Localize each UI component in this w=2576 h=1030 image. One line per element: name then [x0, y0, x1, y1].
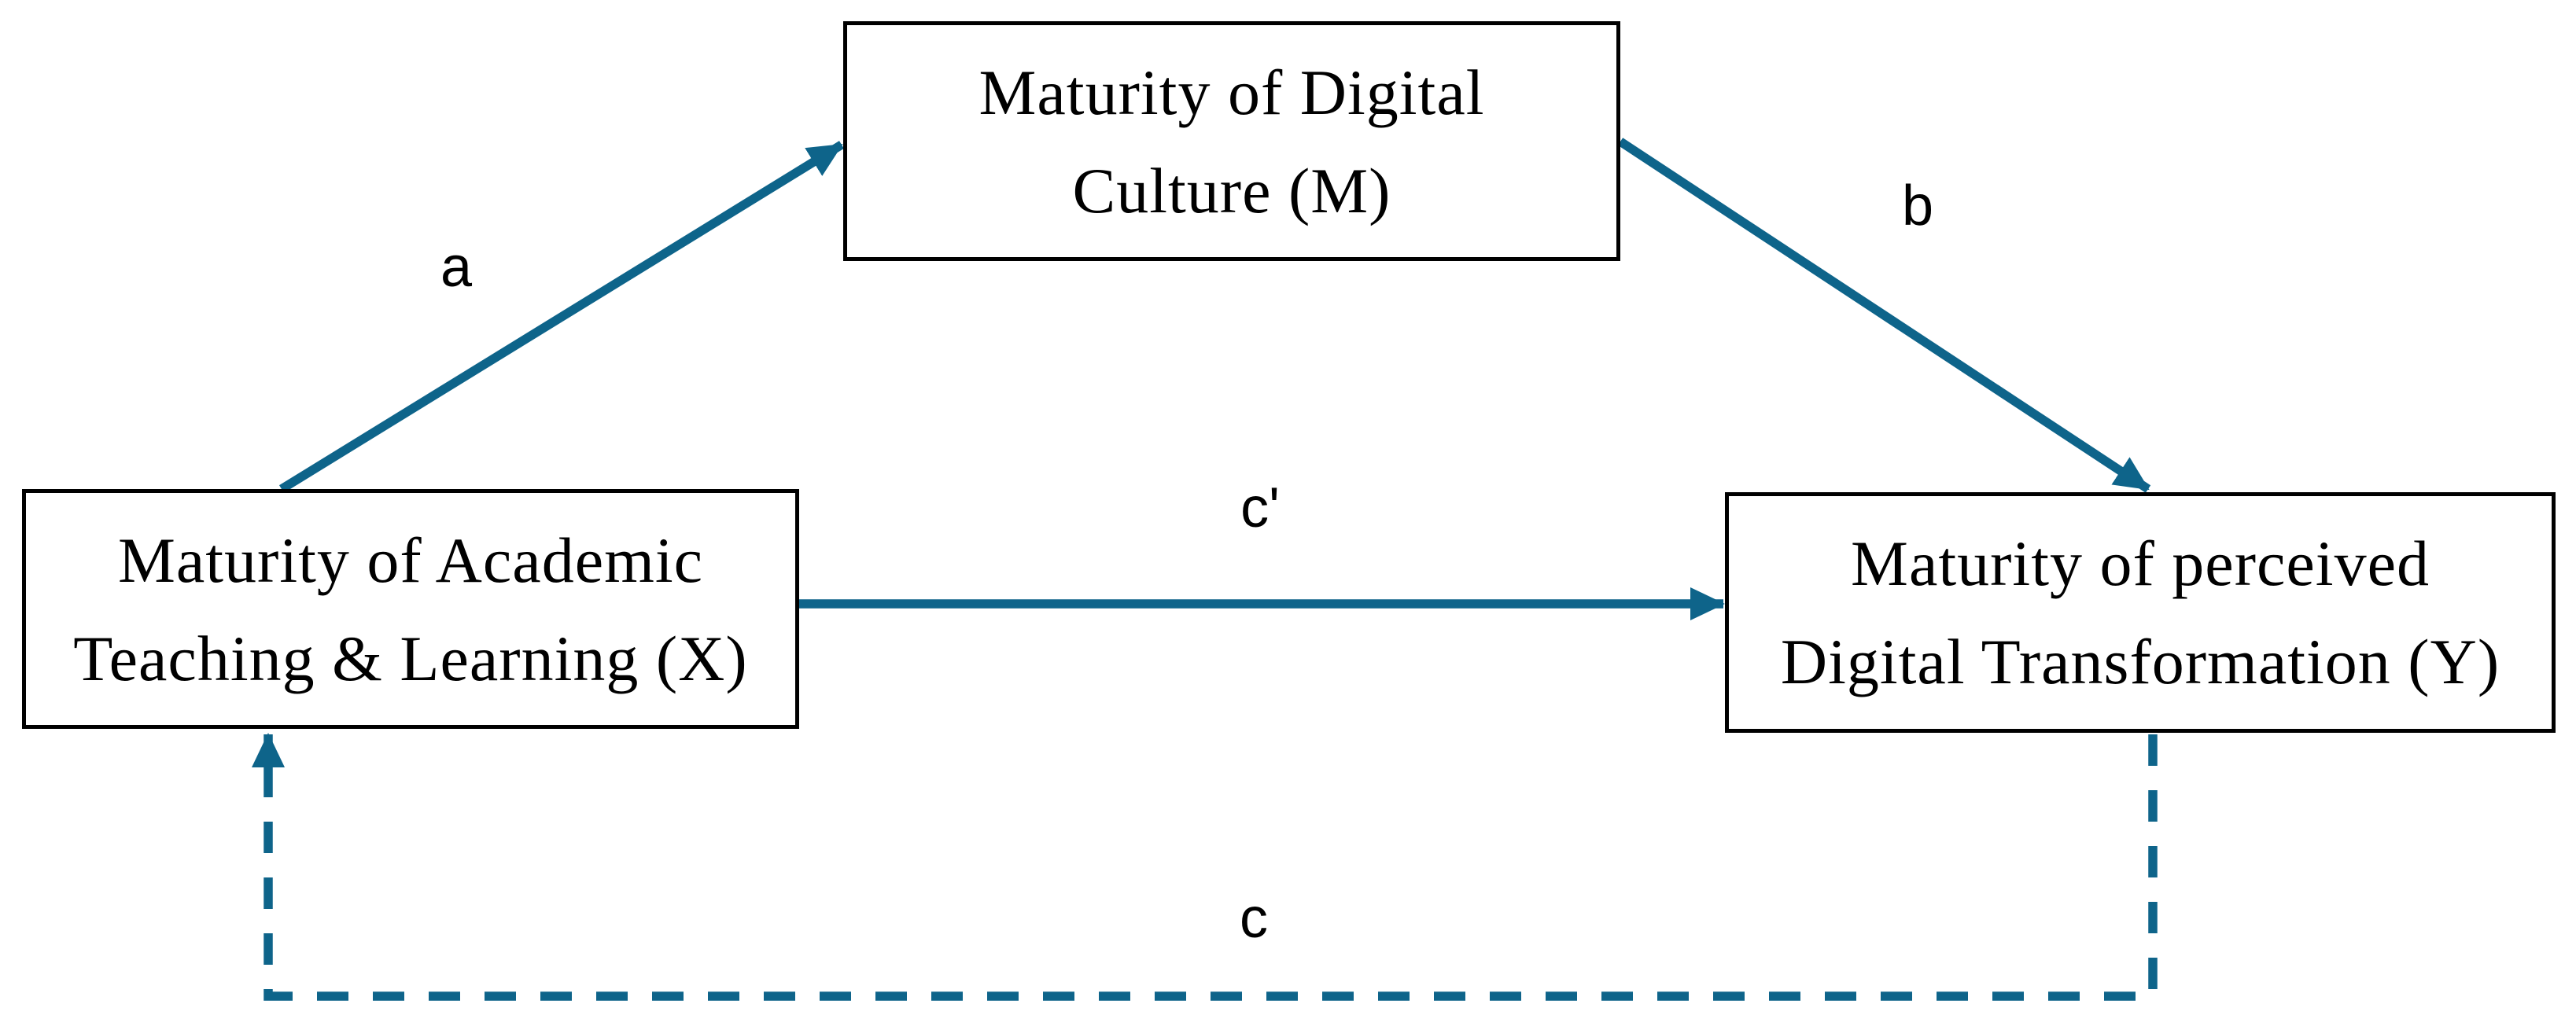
path-a-label: a — [440, 236, 473, 299]
mediator-box-line2: Culture (M) — [1072, 154, 1391, 226]
mediator-box-line1: Maturity of Digital — [978, 56, 1485, 128]
path-a-arrow — [278, 141, 845, 493]
path-c-label: c — [1240, 887, 1268, 950]
dependent-variable-box-line2: Digital Transformation (Y) — [1780, 626, 2500, 697]
mediator-box: Maturity of Digital Culture (M) — [843, 21, 1620, 261]
independent-variable-box-line1: Maturity of Academic — [117, 524, 704, 596]
independent-variable-box-line2: Teaching & Learning (X) — [73, 622, 748, 694]
path-b-arrow — [1617, 138, 2151, 493]
dependent-variable-box: Maturity of perceived Digital Transforma… — [1725, 492, 2556, 733]
independent-variable-box: Maturity of Academic Teaching & Learning… — [22, 489, 799, 729]
path-c-dashed-line — [263, 734, 2158, 1001]
dependent-variable-box-line1: Maturity of perceived — [1851, 528, 2430, 599]
path-b-label: b — [1901, 175, 1934, 237]
path-c-prime-label: c' — [1240, 476, 1280, 539]
